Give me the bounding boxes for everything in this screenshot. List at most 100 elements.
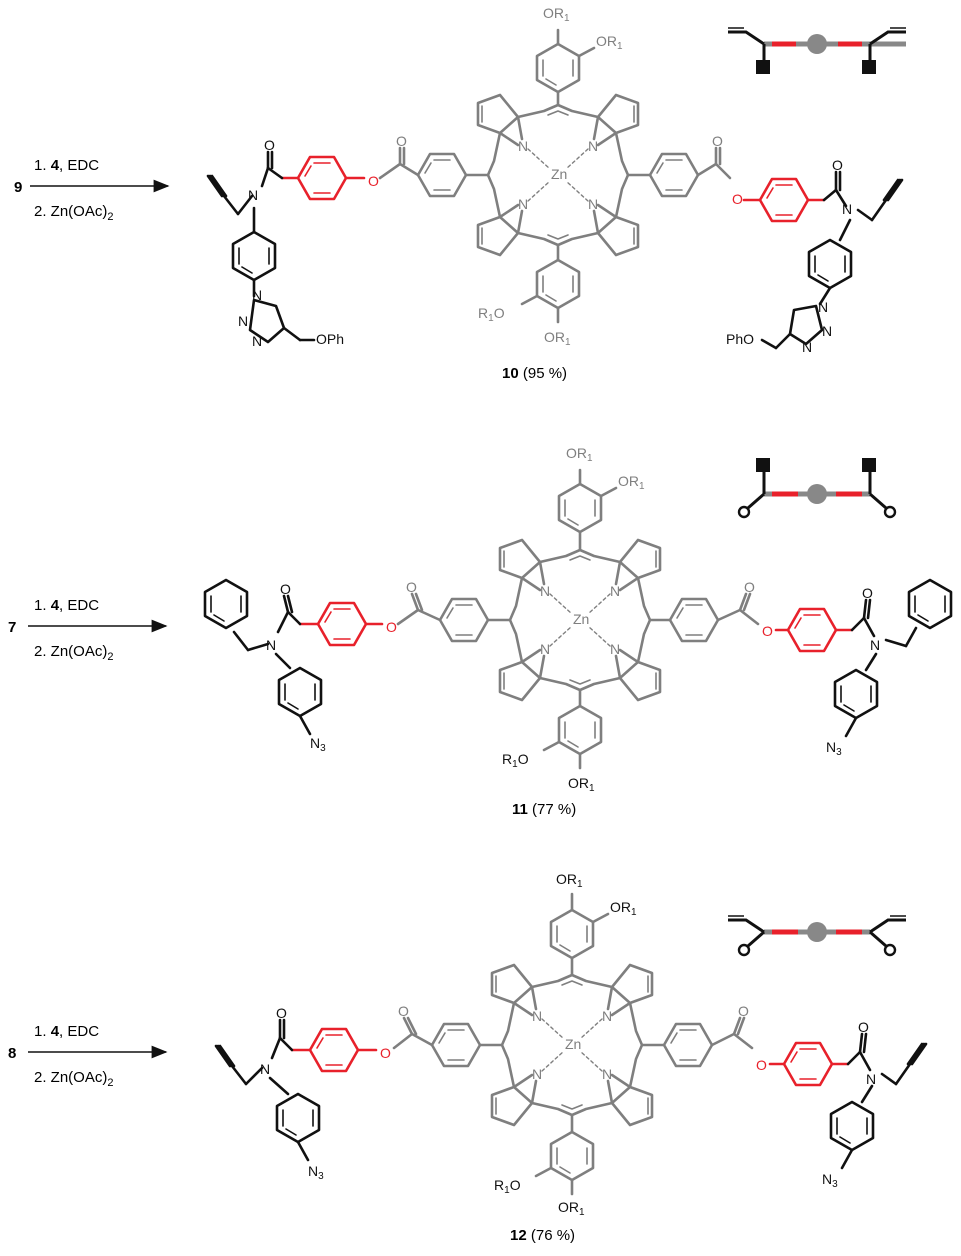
left-linker-phenyl: [298, 601, 384, 647]
left-azide: N3: [308, 1163, 324, 1182]
cartoon-square-ends-icon: [737, 458, 897, 519]
right-ester-carbonyl-o: O: [712, 133, 723, 149]
left-triazole-n1: N: [252, 287, 262, 303]
svg-text:N: N: [610, 641, 620, 657]
svg-text:N: N: [610, 583, 620, 599]
right-linker-phenyl: [774, 607, 854, 653]
svg-text:N: N: [588, 196, 598, 212]
svg-text:Zn: Zn: [573, 611, 589, 627]
cartoon-alkyne-circle-ends-icon: [728, 915, 906, 957]
starting-material-label: 8: [8, 1045, 16, 1062]
step-1-text: 1. 4, EDC: [34, 597, 99, 614]
left-ester-carbonyl-o: O: [406, 579, 417, 595]
bottom-aryl-group: [534, 1113, 595, 1196]
left-ophe: OPh: [316, 331, 344, 347]
right-stopper: [829, 1032, 928, 1170]
product-label: 11 (77 %): [512, 801, 576, 818]
right-amide-n: N: [842, 201, 852, 217]
right-azide: N3: [826, 739, 842, 758]
step-1-text: 1. 4, EDC: [34, 157, 99, 174]
step-2-text: 2. Zn(OAc)2: [34, 1069, 113, 1089]
bottom-or1: OR1: [568, 775, 595, 794]
left-stopper: [203, 578, 323, 736]
right-linker-phenyl: [768, 1041, 850, 1087]
zn-porphyrin-core: Zn N N N N: [476, 93, 640, 257]
left-linker-phenyl: [290, 1027, 378, 1073]
right-ester-carbonyl-o: O: [744, 579, 755, 595]
right-pho: PhO: [726, 331, 754, 347]
left-benzoate: [378, 146, 490, 198]
right-amide-o: O: [832, 157, 843, 173]
right-ester-o: O: [762, 623, 773, 639]
bottom-aryl-group: [542, 688, 603, 770]
zn-porphyrin-core: Zn N N N N: [498, 538, 662, 702]
svg-text:Zn: Zn: [551, 166, 567, 182]
right-benzoate: [626, 146, 732, 198]
bottom-or1: OR1: [544, 329, 571, 348]
top-aryl-group: [549, 892, 610, 977]
left-ester-carbonyl-o: O: [398, 1003, 409, 1019]
right-benzoate: [648, 592, 760, 643]
starting-material-label: 7: [8, 619, 16, 636]
left-amide-o: O: [280, 581, 291, 597]
reaction-2: 7 1. 4, EDC 2. Zn(OAc)2 Zn N N N N OR1 O…: [8, 445, 953, 818]
step-1-text: 1. 4, EDC: [34, 1023, 99, 1040]
svg-text:N: N: [532, 1066, 542, 1082]
right-ester-carbonyl-o: O: [738, 1003, 749, 1019]
right-triazole-n1: N: [818, 299, 828, 315]
reaction-3: 8 1. 4, EDC 2. Zn(OAc)2 Zn N N N N OR1 O…: [8, 871, 928, 1244]
right-ester-o: O: [756, 1057, 767, 1073]
right-azide: N3: [822, 1171, 838, 1190]
right-amide-n: N: [870, 637, 880, 653]
step-2-text: 2. Zn(OAc)2: [34, 643, 113, 663]
svg-text:N: N: [602, 1066, 612, 1082]
left-stopper: [206, 150, 316, 344]
bottom-r1o: R1O: [494, 1177, 521, 1196]
product-label: 10 (95 %): [502, 365, 567, 382]
right-linker-phenyl: [742, 177, 826, 223]
left-ester-o: O: [368, 173, 379, 189]
right-triazole-n2: N: [822, 323, 832, 339]
left-amide-o: O: [276, 1005, 287, 1021]
left-azide: N3: [310, 735, 326, 754]
bottom-aryl-group: [520, 243, 581, 324]
svg-text:N: N: [602, 1008, 612, 1024]
right-stopper: [760, 170, 904, 350]
top-or1-a: OR1: [566, 445, 593, 464]
top-or1-b: OR1: [596, 33, 623, 52]
svg-text:N: N: [518, 138, 528, 154]
svg-text:Zn: Zn: [565, 1036, 581, 1052]
svg-text:N: N: [532, 1008, 542, 1024]
product-label: 12 (76 %): [510, 1227, 575, 1244]
top-or1-a: OR1: [543, 5, 570, 24]
right-benzoate: [640, 1016, 754, 1068]
bottom-r1o: R1O: [478, 305, 505, 324]
left-amide-n: N: [248, 187, 258, 203]
left-ester-o: O: [380, 1045, 391, 1061]
left-linker-phenyl: [280, 155, 366, 201]
right-amide-o: O: [862, 585, 873, 601]
top-aryl-group: [535, 28, 596, 107]
right-amide-n: N: [866, 1071, 876, 1087]
top-or1-a: OR1: [556, 871, 583, 890]
step-2-text: 2. Zn(OAc)2: [34, 203, 113, 223]
right-ester-o: O: [732, 191, 743, 207]
bottom-or1: OR1: [558, 1199, 585, 1218]
left-benzoate: [396, 592, 512, 643]
right-triazole-n3: N: [802, 339, 812, 355]
zn-porphyrin-core: Zn N N N N: [490, 963, 654, 1127]
svg-text:N: N: [588, 138, 598, 154]
right-amide-o: O: [858, 1019, 869, 1035]
left-amide-n: N: [266, 637, 276, 653]
left-ester-carbonyl-o: O: [396, 133, 407, 149]
bottom-r1o: R1O: [502, 751, 529, 770]
starting-material-label: 9: [14, 179, 22, 196]
reaction-1: 9 1. 4, EDC 2. Zn(OAc)2 Zn N N N N OR1 O…: [14, 5, 906, 382]
svg-text:N: N: [540, 641, 550, 657]
left-ester-o: O: [386, 619, 397, 635]
left-stopper: [214, 1018, 321, 1162]
left-triazole-n2: N: [238, 313, 248, 329]
top-or1-b: OR1: [618, 473, 645, 492]
right-stopper: [833, 578, 953, 738]
